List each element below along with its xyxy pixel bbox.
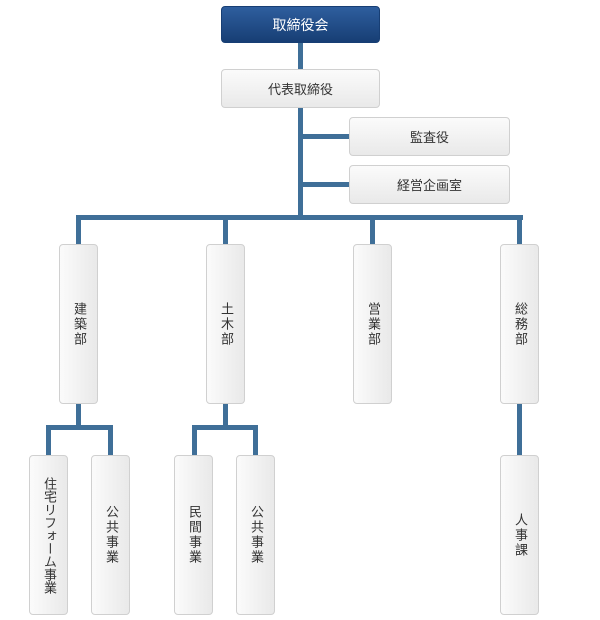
connector-dept-sales	[370, 215, 375, 247]
section-private-label: 民間事業	[186, 505, 201, 565]
dept-sales-label: 営業部	[365, 301, 380, 347]
dept-civil-box: 土木部	[206, 244, 245, 404]
ceo-box: 代表取締役	[221, 69, 380, 108]
connector-board-ceo	[298, 42, 303, 70]
auditor-label: 監査役	[409, 131, 449, 146]
connector-civil-down	[223, 403, 228, 429]
planning-box: 経営企画室	[349, 165, 510, 204]
connector-auditor	[298, 134, 350, 139]
planning-label: 経営企画室	[396, 179, 462, 194]
connector-construction-bus	[46, 425, 113, 430]
dept-sales-box: 営業部	[353, 244, 392, 404]
connector-dept-construction	[76, 215, 81, 247]
board-box: 取締役会	[221, 6, 380, 43]
connector-dept-bus	[76, 215, 523, 220]
section-civil-public-box: 公共事業	[236, 455, 275, 615]
section-hr-label: 人事課	[512, 512, 527, 558]
connector-civil-bus	[192, 425, 258, 430]
ceo-label: 代表取締役	[267, 83, 333, 98]
connector-construction-left	[46, 425, 51, 457]
connector-general-down	[517, 403, 522, 457]
section-housing-reform-box: 住宅リフォーム事業	[29, 455, 68, 615]
connector-planning	[298, 182, 350, 187]
connector-civil-right	[253, 425, 258, 457]
connector-construction-down	[76, 403, 81, 429]
section-housing-reform-label: 住宅リフォーム事業	[41, 476, 56, 594]
dept-construction-box: 建築部	[59, 244, 98, 404]
dept-construction-label: 建築部	[71, 301, 86, 347]
connector-dept-civil	[223, 215, 228, 247]
dept-general-label: 総務部	[512, 301, 527, 347]
connector-construction-right	[108, 425, 113, 457]
section-construction-public-label: 公共事業	[103, 505, 118, 565]
section-private-box: 民間事業	[174, 455, 213, 615]
section-hr-box: 人事課	[500, 455, 539, 615]
dept-civil-label: 土木部	[218, 301, 233, 347]
connector-civil-left	[192, 425, 197, 457]
connector-dept-general	[517, 215, 522, 247]
dept-general-box: 総務部	[500, 244, 539, 404]
auditor-box: 監査役	[349, 117, 510, 156]
section-civil-public-label: 公共事業	[248, 505, 263, 565]
section-construction-public-box: 公共事業	[91, 455, 130, 615]
connector-ceo-trunk	[298, 108, 303, 220]
board-label: 取締役会	[272, 17, 329, 34]
